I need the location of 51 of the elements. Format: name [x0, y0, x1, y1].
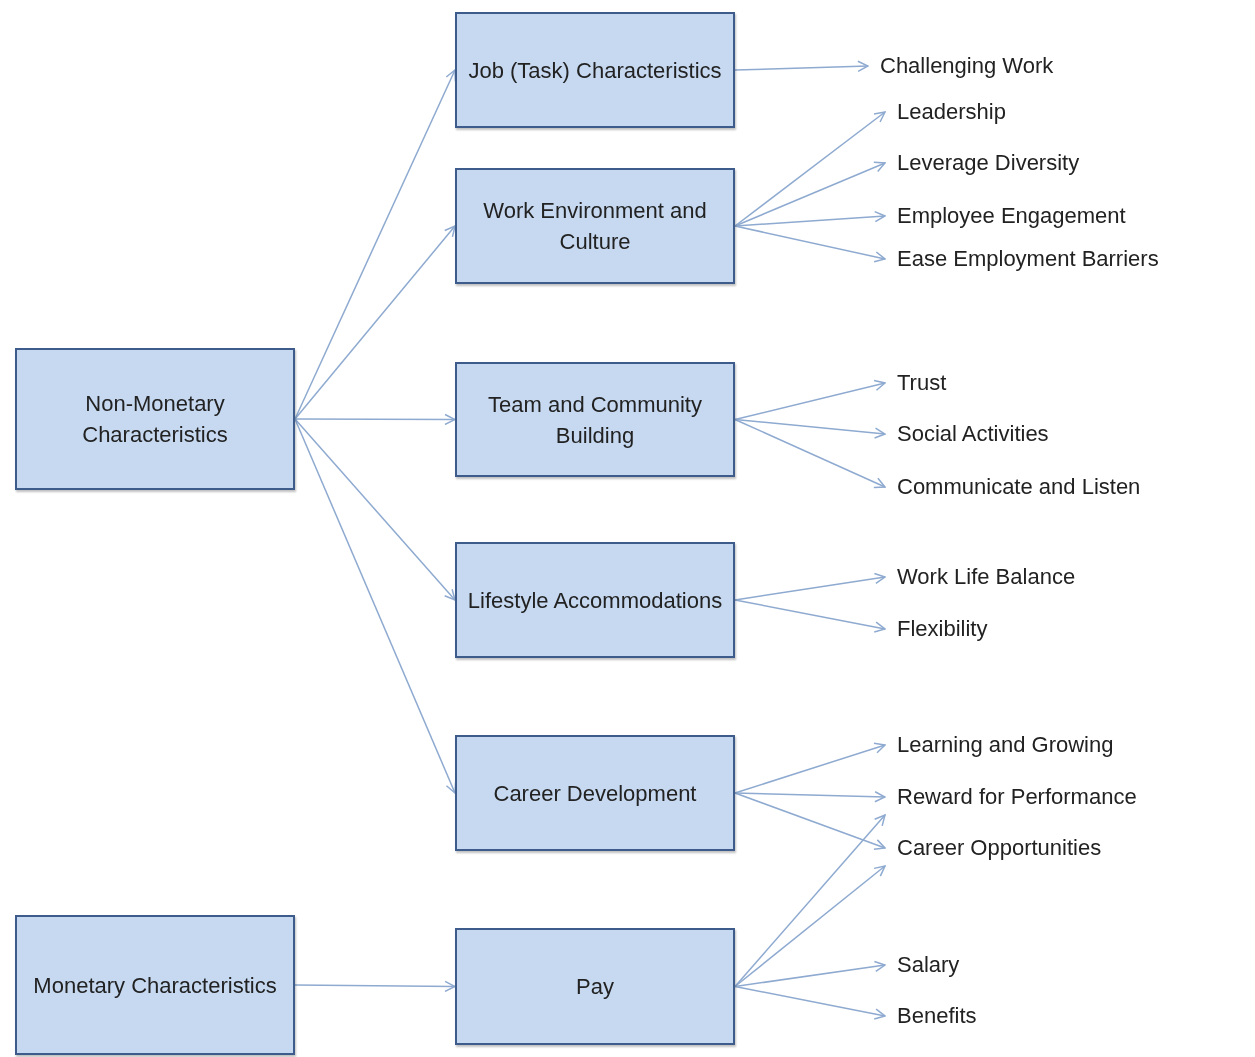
box-label: Monetary Characteristics [32, 971, 278, 1000]
category-box [455, 928, 735, 1045]
arrow [734, 742, 886, 794]
arrow [734, 865, 886, 988]
factor-label: Reward for Performance [897, 784, 1137, 810]
factor-label: Challenging Work [880, 53, 1054, 79]
arrow [294, 413, 456, 426]
arrow [734, 418, 886, 489]
arrow [734, 210, 886, 227]
factor-label: Leverage Diversity [897, 150, 1080, 176]
arrow [294, 225, 456, 420]
arrow [734, 379, 886, 421]
category-box [455, 542, 735, 658]
box-label: Pay [575, 973, 615, 1001]
factor-label: Communicate and Listen [897, 474, 1141, 500]
arrow [734, 599, 886, 633]
factor-label: Benefits [897, 1003, 977, 1029]
box-label: Non-Monetary Characteristics [81, 390, 229, 449]
category-box [455, 735, 735, 851]
box-label: Lifestyle Accommodations [466, 586, 724, 615]
factor-label: Social Activities [897, 421, 1049, 447]
arrow [734, 572, 886, 601]
arrow [734, 161, 886, 227]
arrow [734, 111, 886, 227]
category-box [15, 348, 295, 490]
category-box [455, 12, 735, 128]
factor-label: Leadership [897, 99, 1006, 125]
factor-label: Trust [897, 370, 947, 396]
factor-label: Learning and Growing [897, 732, 1114, 758]
factor-label: Flexibility [897, 616, 988, 642]
category-box [455, 362, 735, 477]
category-box [15, 915, 295, 1055]
arrow [294, 418, 456, 601]
arrow [734, 985, 886, 1020]
arrow [294, 980, 456, 993]
box-label: Team and Community Building [487, 390, 703, 450]
box-label: Work Environment and Culture [482, 197, 708, 256]
factor-label: Ease Employment Barriers [897, 246, 1159, 272]
arrow [734, 225, 886, 263]
factor-label: Work Life Balance [897, 564, 1076, 590]
factor-label: Career Opportunities [897, 835, 1102, 861]
arrow [734, 792, 886, 850]
box-label: Job (Task) Characteristics [467, 56, 723, 85]
factor-label: Employee Engagement [897, 203, 1126, 229]
category-box [455, 168, 735, 284]
arrow [734, 60, 869, 73]
box-label: Career Development [492, 779, 698, 808]
arrow [734, 960, 886, 988]
factor-label: Salary [897, 952, 960, 978]
arrow [734, 791, 886, 803]
arrow [734, 418, 886, 439]
